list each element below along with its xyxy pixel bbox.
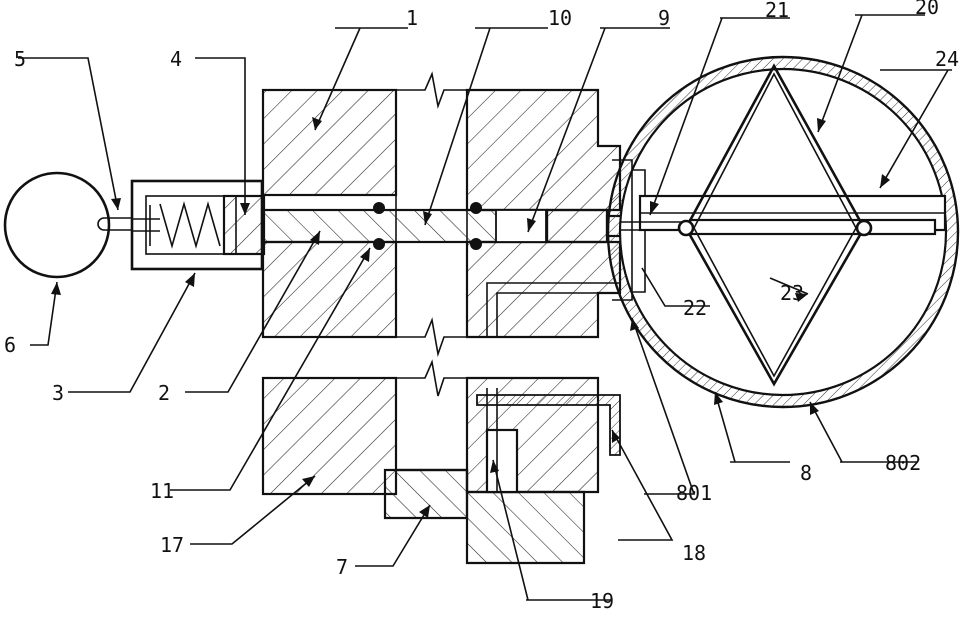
block-1-upper-right-bottom xyxy=(467,242,620,337)
label-4: 4 xyxy=(170,47,182,71)
label-21: 21 xyxy=(765,0,789,22)
label-802: 802 xyxy=(885,451,921,475)
label-1: 1 xyxy=(406,6,418,30)
pivot-right xyxy=(857,221,871,235)
valve-9 xyxy=(547,210,607,242)
label-5: 5 xyxy=(14,47,26,71)
seal-11-d xyxy=(470,238,482,250)
break-line-lower xyxy=(396,362,467,396)
block-1-upper-left-top xyxy=(263,90,396,195)
cavity-19 xyxy=(487,430,517,492)
label-11: 11 xyxy=(150,479,174,503)
label-18: 18 xyxy=(682,541,706,565)
ring-6 xyxy=(5,173,109,277)
label-8: 8 xyxy=(800,461,812,485)
seal-11-c xyxy=(470,202,482,214)
spring xyxy=(160,204,220,246)
seal-11-b xyxy=(373,238,385,250)
label-19: 19 xyxy=(590,589,614,613)
label-3: 3 xyxy=(52,381,64,405)
label-9: 9 xyxy=(658,6,670,30)
label-22: 22 xyxy=(683,296,707,320)
block-17 xyxy=(263,378,396,494)
break-line-bottom xyxy=(396,320,467,354)
label-23: 23 xyxy=(780,281,804,305)
label-7: 7 xyxy=(336,555,348,579)
label-20: 20 xyxy=(915,0,939,19)
label-10: 10 xyxy=(548,6,572,30)
rod-23 xyxy=(690,220,935,234)
label-24: 24 xyxy=(935,47,959,71)
label-6: 6 xyxy=(4,333,16,357)
slot-10 xyxy=(496,210,546,242)
label-801: 801 xyxy=(676,481,712,505)
hook-5 xyxy=(98,218,132,230)
label-2: 2 xyxy=(158,381,170,405)
seal-11-a xyxy=(373,202,385,214)
block-1-upper-left-bottom xyxy=(263,242,396,337)
break-line-top xyxy=(396,74,467,106)
label-17: 17 xyxy=(160,533,184,557)
pivot-left xyxy=(679,221,693,235)
